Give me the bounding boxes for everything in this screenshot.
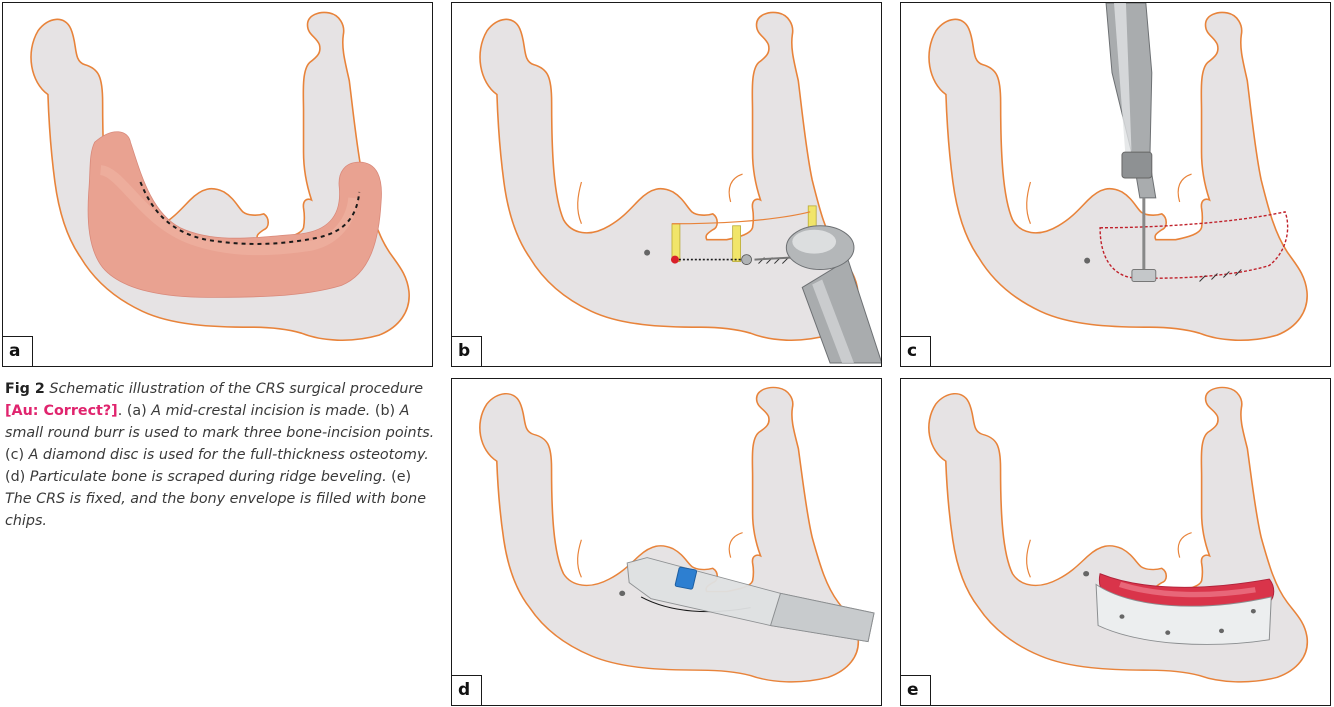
figure-label: Fig 2 bbox=[5, 381, 45, 397]
caption-part: Schematic illustration of the CRS surgic… bbox=[49, 381, 423, 397]
mandible-illustration-e bbox=[901, 379, 1330, 705]
figure-caption: Fig 2 Schematic illustration of the CRS … bbox=[5, 378, 435, 532]
caption-part: (c) bbox=[5, 447, 29, 463]
mandible-illustration-c bbox=[901, 3, 1330, 366]
panel-label: d bbox=[452, 675, 482, 705]
ruler-2 bbox=[733, 226, 741, 262]
panel-label: a bbox=[3, 336, 33, 366]
caption-part: A diamond disc is used for the full-thic… bbox=[29, 447, 429, 463]
marking-point bbox=[671, 256, 679, 264]
mental-foramen bbox=[619, 591, 625, 596]
panel-label: c bbox=[901, 336, 931, 366]
panel-b: b bbox=[451, 2, 882, 367]
mandible-illustration-a bbox=[3, 3, 432, 366]
panel-label: e bbox=[901, 675, 931, 705]
author-query: [Au: Correct?] bbox=[5, 403, 118, 419]
caption-part: (e) bbox=[387, 469, 412, 485]
mental-foramen bbox=[644, 250, 650, 256]
caption-part: (d) bbox=[5, 469, 30, 485]
mandible-illustration-d bbox=[452, 379, 881, 705]
caption-part: . (a) bbox=[118, 403, 152, 419]
mental-foramen bbox=[1084, 258, 1090, 264]
ruler-3 bbox=[808, 206, 816, 228]
mandible-illustration-b bbox=[452, 3, 881, 366]
caption-text: Schematic illustration of the CRS surgic… bbox=[5, 381, 434, 529]
caption-part: A mid-crestal incision is made. bbox=[151, 403, 370, 419]
caption-part: The CRS is fixed, and the bony envelope … bbox=[5, 491, 426, 529]
caption-part: Particulate bone is scraped during ridge… bbox=[30, 469, 387, 485]
panel-label: b bbox=[452, 336, 482, 366]
panel-c: c bbox=[900, 2, 1331, 367]
panel-d: d bbox=[451, 378, 882, 706]
panel-a: a bbox=[2, 2, 433, 367]
panel-e: e bbox=[900, 378, 1331, 706]
caption-part: (b) bbox=[370, 403, 399, 419]
